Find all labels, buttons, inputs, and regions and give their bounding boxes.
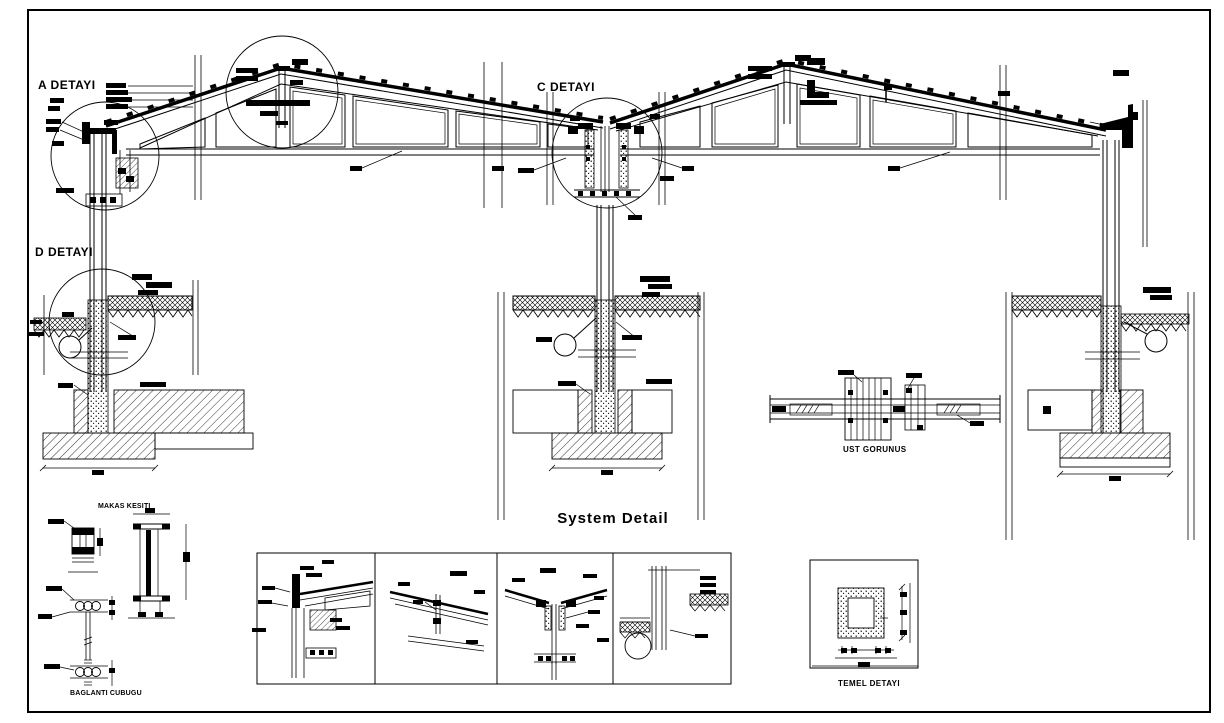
detail-a-label: A DETAYI	[38, 78, 96, 92]
detail-circle-c	[551, 97, 663, 209]
detail-circle-a	[50, 101, 160, 211]
concrete-piers	[70, 299, 1140, 434]
valley-detail	[568, 123, 644, 198]
sheet-border	[27, 9, 1211, 713]
top-view-label: UST GORUNUS	[843, 445, 907, 454]
foundation-detail-label: TEMEL DETAYI	[838, 679, 900, 688]
system-detail-title: System Detail	[557, 510, 669, 527]
foundation-left	[39, 389, 254, 475]
connection-rod-detail	[38, 586, 115, 686]
annotation-marks	[28, 83, 1172, 396]
ground-bands	[33, 295, 1190, 338]
truss-section-details	[48, 508, 190, 619]
panel-eave-detail	[252, 560, 374, 678]
grid-lines	[43, 55, 1195, 540]
eave-detail-right	[1089, 70, 1138, 148]
top-view-detail	[769, 370, 1001, 441]
panel-purlin-detail	[389, 571, 489, 652]
connection-rod-label: BAGLANTI CUBUGU	[70, 690, 142, 697]
ridge-detail-2	[748, 55, 892, 124]
foundation-middle	[512, 389, 673, 475]
ridge-detail-1	[236, 59, 310, 128]
truss-span-2	[609, 57, 1107, 156]
panel-base-detail	[619, 566, 729, 660]
detail-panel-strip	[252, 552, 732, 685]
panel-valley-detail	[504, 568, 609, 680]
truss-section-label: MAKAS KESITI	[98, 503, 151, 510]
detail-d-label: D DETAYI	[35, 245, 94, 259]
foundation-right	[1027, 389, 1174, 481]
detail-circle-b	[225, 35, 339, 149]
detail-c-label: C DETAYI	[537, 80, 596, 94]
truss-span-1	[105, 61, 604, 156]
eave-detail-left	[82, 120, 139, 207]
foundation-plan-detail	[809, 559, 919, 669]
